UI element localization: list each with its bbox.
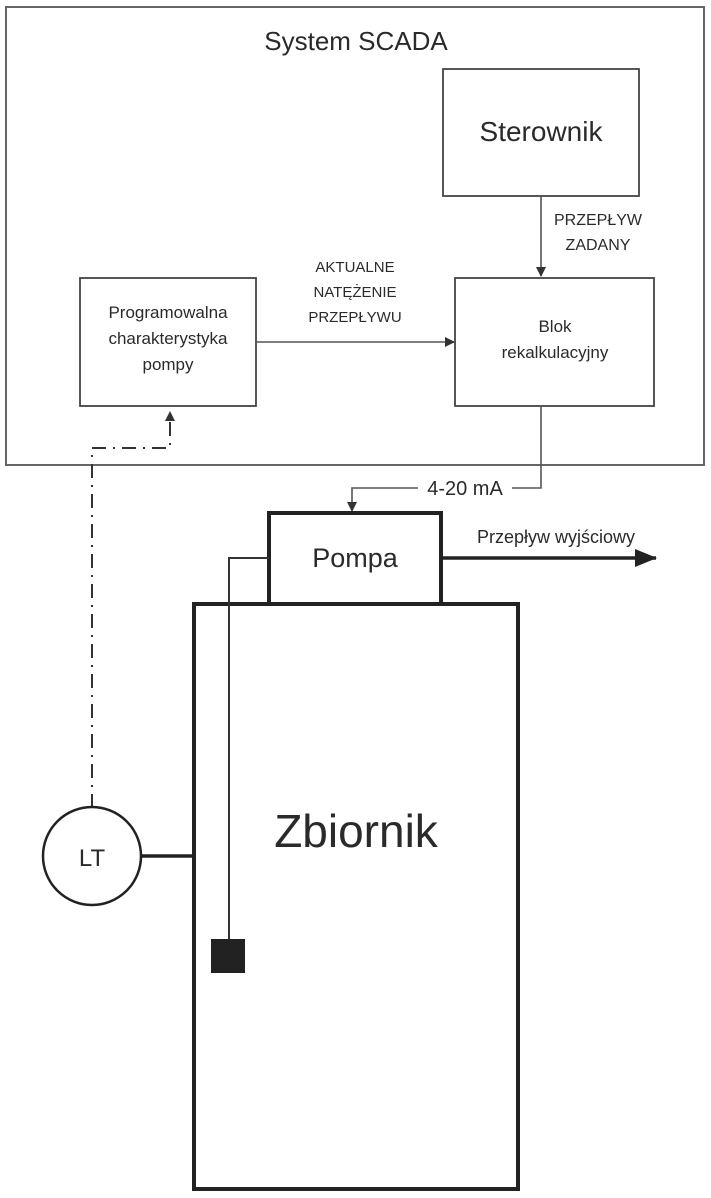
level-transmitter-circle [41,805,143,907]
pump-box [267,511,443,606]
float-sensor [211,939,245,973]
actual-flow-label-line3: PRZEPŁYWU [308,309,401,326]
tank-label: Zbiornik [274,805,439,857]
pump-characteristic-line3: pompy [142,355,194,374]
level-signal-dashdot-line [91,411,175,808]
setpoint-flow-label-line1: PRZEPŁYW [554,212,643,229]
output-flow-label: Przepływ wyjściowy [477,527,635,547]
actual-flow-label-line1: AKTUALNE [315,259,394,276]
setpoint-flow-label-line2: ZADANY [566,237,631,254]
scada-system-title: System SCADA [264,26,448,56]
suction-pipe [228,557,269,942]
recalculation-block-box [454,277,655,407]
actual-flow-label-line2: NATĘŻENIE [313,283,396,301]
level-transmitter-label: LT [79,845,106,872]
controller-label: Sterownik [480,116,604,147]
tank-body [192,602,520,1191]
control-signal-line-left [347,487,418,512]
scada-system-frame [5,6,705,466]
pump-label: Pompa [312,543,399,573]
recalculation-block-line1: Blok [538,317,572,336]
recalculation-block-line2: rekalkulacyjny [502,343,609,362]
pump-characteristic-line2: charakterystyka [108,329,228,348]
control-signal-label: 4-20 mA [427,478,503,500]
control-signal-line-right [512,406,542,489]
pump-characteristic-line1: Programowalna [108,303,228,322]
